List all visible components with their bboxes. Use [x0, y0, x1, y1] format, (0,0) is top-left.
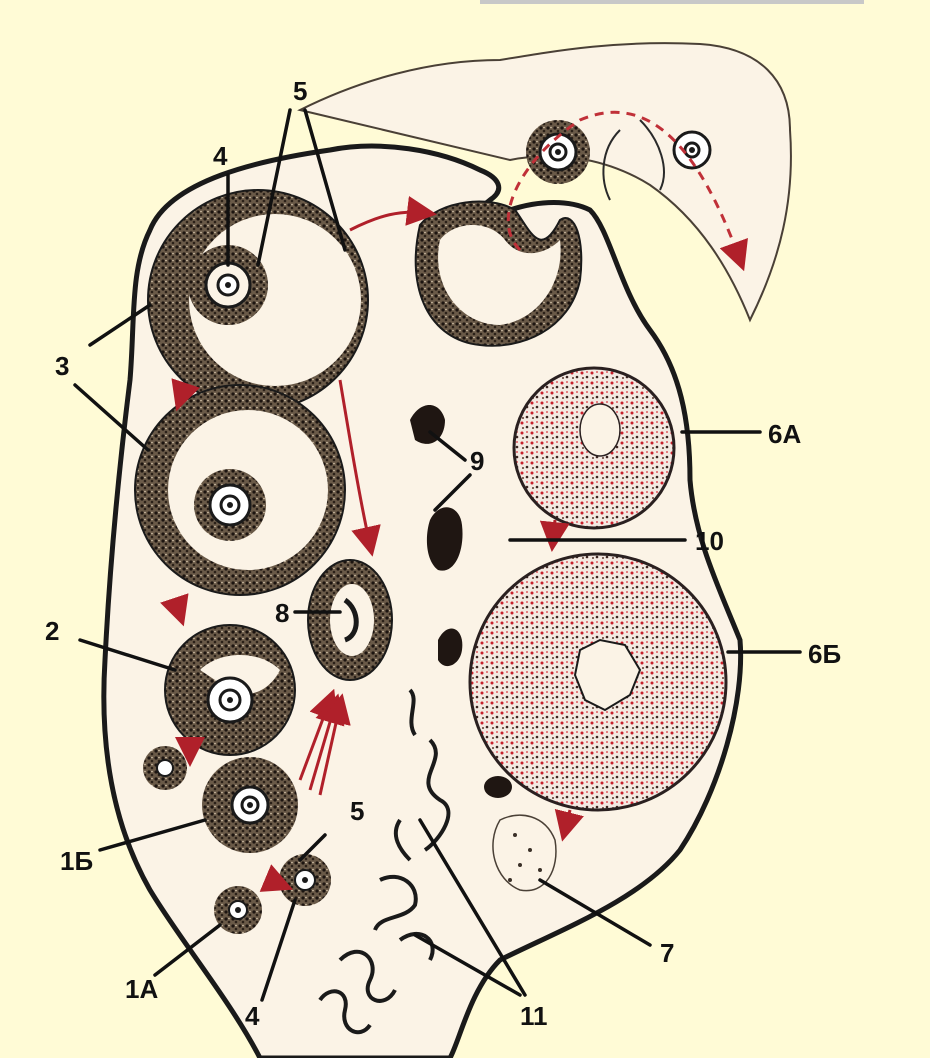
label-1a: 1А: [125, 974, 158, 1004]
label-5-bottom: 5: [350, 796, 364, 826]
label-6a: 6А: [768, 419, 801, 449]
label-4-bottom: 4: [245, 1001, 260, 1031]
label-5-top: 5: [293, 76, 307, 106]
label-9: 9: [470, 446, 484, 476]
label-1b: 1Б: [60, 846, 93, 876]
label-8: 8: [275, 598, 289, 628]
label-10: 10: [695, 526, 724, 556]
label-3: 3: [55, 351, 69, 381]
label-4-top: 4: [213, 141, 228, 171]
label-2: 2: [45, 616, 59, 646]
label-6b: 6Б: [808, 639, 841, 669]
label-11: 11: [520, 1001, 548, 1031]
label-7: 7: [660, 938, 674, 968]
